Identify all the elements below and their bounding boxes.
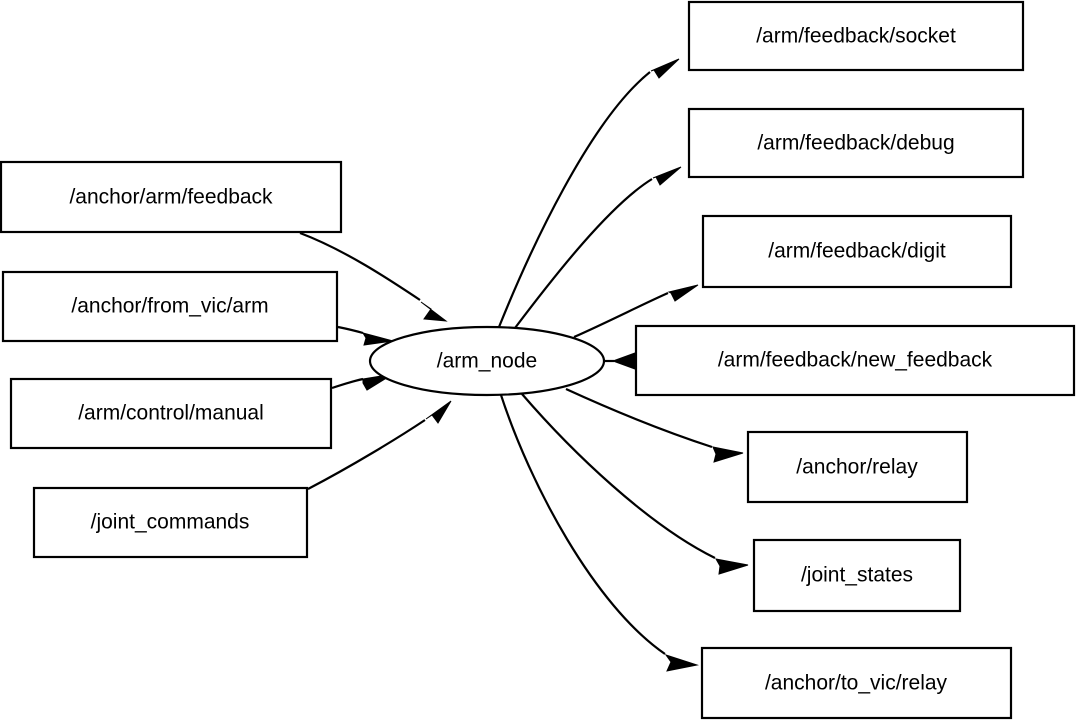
edge-joint-commands-to-arm-node xyxy=(307,400,452,490)
node-ellipse[interactable] xyxy=(368,325,606,397)
input-nodes-group: /anchor/arm/feedback /anchor/from_vic/ar… xyxy=(0,160,343,559)
node-label: /anchor/arm/feedback xyxy=(69,186,273,209)
edge-path xyxy=(521,393,716,559)
node-arm-control-manual[interactable]: /arm/control/manual xyxy=(9,377,333,450)
node-box[interactable] xyxy=(634,324,1076,397)
node-box[interactable] xyxy=(32,486,309,559)
node-box[interactable] xyxy=(746,430,969,504)
node-box[interactable] xyxy=(687,107,1025,179)
edge-path xyxy=(497,71,651,328)
node-arm-feedback-digit[interactable]: /arm/feedback/digit xyxy=(701,214,1013,289)
edge-anchor-from-vic-arm-to-arm-node xyxy=(337,325,394,346)
arrow-head-icon xyxy=(420,301,448,322)
node-box[interactable] xyxy=(9,377,333,450)
node-label: /joint_commands xyxy=(91,511,250,534)
edge-path xyxy=(331,377,364,390)
edge-arm-node-to-arm-feedback-digit xyxy=(573,284,699,339)
arrow-head-icon xyxy=(425,400,452,424)
node-anchor-relay[interactable]: /anchor/relay xyxy=(746,430,969,504)
edge-path xyxy=(307,419,426,490)
node-joint-commands[interactable]: /joint_commands xyxy=(32,486,309,559)
arrow-head-icon xyxy=(664,654,699,672)
arrow-head-icon xyxy=(650,58,680,79)
edge-arm-node-to-arm-feedback-new-feedback xyxy=(605,352,636,370)
edge-arm-node-to-arm-feedback-debug xyxy=(514,166,682,329)
edge-group-outgoing xyxy=(497,58,749,672)
node-arm-feedback-socket[interactable]: /arm/feedback/socket xyxy=(687,0,1025,72)
node-label: /anchor/relay xyxy=(796,456,918,479)
node-arm-node[interactable]: /arm_node xyxy=(368,325,606,397)
arrow-head-icon xyxy=(667,284,699,302)
node-anchor-from-vic-arm[interactable]: /anchor/from_vic/arm xyxy=(1,270,339,343)
node-label: /anchor/to_vic/relay xyxy=(765,672,948,695)
edge-arm-node-to-joint-states xyxy=(521,393,749,575)
edge-arm-node-to-anchor-to-vic-relay xyxy=(499,394,699,672)
edge-path xyxy=(299,231,421,301)
node-box[interactable] xyxy=(1,270,339,343)
node-label: /anchor/from_vic/arm xyxy=(71,295,268,318)
node-anchor-to-vic-relay[interactable]: /anchor/to_vic/relay xyxy=(700,646,1013,720)
node-box[interactable] xyxy=(0,160,343,234)
edge-arm-node-to-arm-feedback-socket xyxy=(497,58,680,328)
node-anchor-arm-feedback[interactable]: /anchor/arm/feedback xyxy=(0,160,343,234)
node-box[interactable] xyxy=(687,0,1025,72)
node-arm-feedback-debug[interactable]: /arm/feedback/debug xyxy=(687,107,1025,179)
edge-path xyxy=(499,394,666,655)
arrow-head-icon xyxy=(712,446,744,463)
arrow-head-icon xyxy=(361,332,394,346)
node-box[interactable] xyxy=(700,646,1013,720)
node-label: /arm/feedback/debug xyxy=(757,132,954,155)
arrow-head-icon xyxy=(652,166,682,186)
node-label: /arm/control/manual xyxy=(78,402,264,425)
node-box[interactable] xyxy=(752,538,962,613)
node-label: /arm_node xyxy=(437,350,537,373)
node-arm-feedback-new-feedback[interactable]: /arm/feedback/new_feedback xyxy=(634,324,1076,397)
node-label: /joint_states xyxy=(801,564,913,587)
edge-anchor-arm-feedback-to-arm-node xyxy=(299,231,448,322)
edge-path xyxy=(514,178,653,329)
node-label: /arm/feedback/digit xyxy=(768,240,946,263)
edge-arm-node-to-anchor-relay xyxy=(565,388,744,463)
arrow-head-icon xyxy=(611,352,636,370)
edge-path xyxy=(573,291,669,339)
node-box[interactable] xyxy=(701,214,1013,289)
node-label: /arm/feedback/new_feedback xyxy=(718,349,993,372)
edge-path xyxy=(337,325,364,335)
node-label: /arm/feedback/socket xyxy=(756,25,956,48)
arrow-head-icon xyxy=(715,558,749,575)
node-joint-states[interactable]: /joint_states xyxy=(752,538,962,613)
edge-path xyxy=(565,388,713,449)
output-nodes-group: /arm/feedback/socket /arm/feedback/debug… xyxy=(634,0,1076,720)
